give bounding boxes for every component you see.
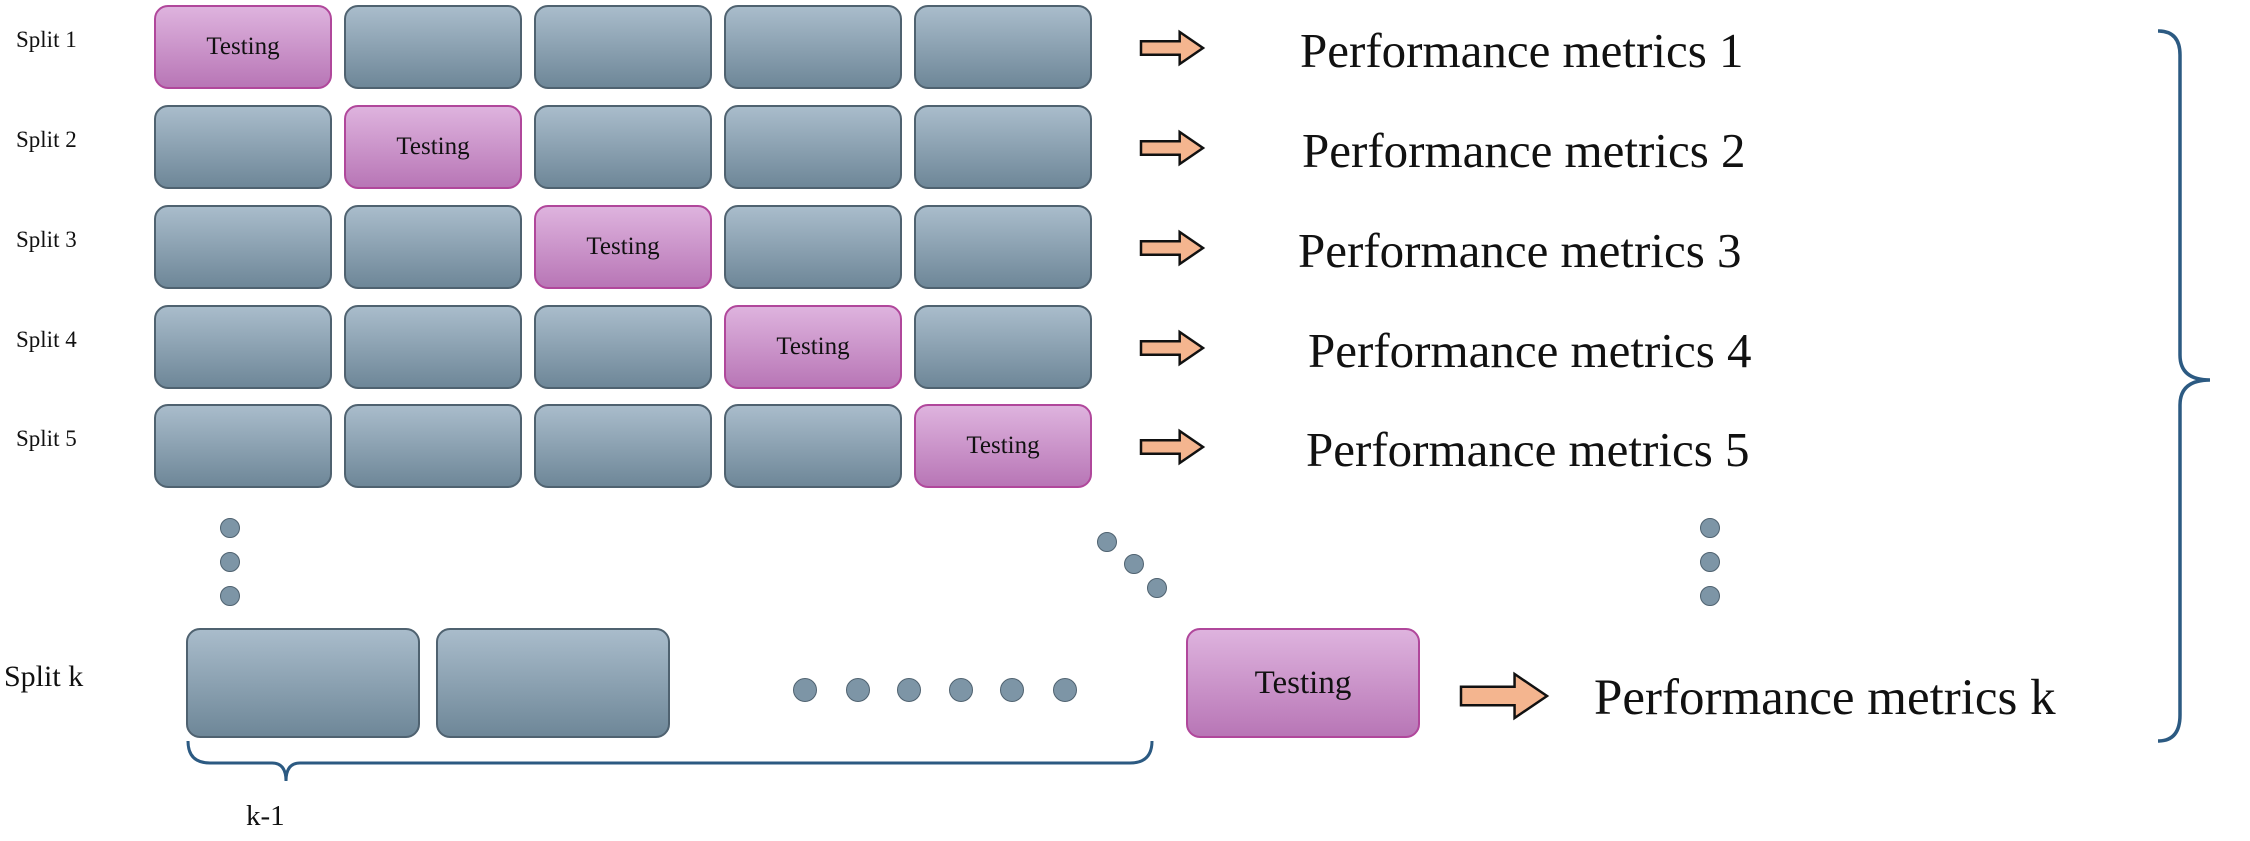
metrics-summary-brace xyxy=(2157,29,2211,743)
split-label-5: Split 5 xyxy=(16,426,77,451)
training-fold xyxy=(724,5,902,89)
ellipsis-dot xyxy=(1700,586,1720,606)
testing-fold: Testing xyxy=(724,305,902,389)
training-fold xyxy=(154,305,332,389)
training-fold xyxy=(534,105,712,189)
training-fold xyxy=(534,305,712,389)
training-fold xyxy=(914,305,1092,389)
right-arrow-icon xyxy=(1139,428,1206,466)
training-fold xyxy=(154,205,332,289)
training-fold xyxy=(534,404,712,488)
testing-label: Testing xyxy=(1254,664,1352,701)
training-fold xyxy=(724,105,902,189)
testing-label: Testing xyxy=(776,333,850,360)
testing-fold: Testing xyxy=(344,105,522,189)
performance-metric-1: Performance metrics 1 xyxy=(1300,23,1744,78)
k-minus-1-label: k-1 xyxy=(246,800,285,832)
testing-fold: Testing xyxy=(154,5,332,89)
training-fold xyxy=(534,5,712,89)
training-fold xyxy=(154,404,332,488)
ellipsis-dot xyxy=(793,678,817,702)
split-label-4: Split 4 xyxy=(16,327,77,352)
ellipsis-dot xyxy=(220,586,240,606)
performance-metric-5: Performance metrics 5 xyxy=(1306,422,1750,477)
split-label-k: Split k xyxy=(4,660,84,693)
training-fold xyxy=(914,205,1092,289)
ellipsis-dot xyxy=(1097,532,1117,552)
testing-label: Testing xyxy=(396,133,470,160)
right-arrow-icon xyxy=(1139,29,1206,67)
training-fold xyxy=(186,628,420,738)
right-arrow-icon xyxy=(1139,329,1206,367)
training-fold xyxy=(914,105,1092,189)
ellipsis-dot xyxy=(846,678,870,702)
split-label-2: Split 2 xyxy=(16,127,77,152)
testing-fold: Testing xyxy=(1186,628,1420,738)
training-fold xyxy=(436,628,670,738)
training-fold xyxy=(344,305,522,389)
performance-metric-3: Performance metrics 3 xyxy=(1298,223,1742,278)
testing-fold: Testing xyxy=(534,205,712,289)
ellipsis-dot xyxy=(220,552,240,572)
testing-label: Testing xyxy=(206,33,280,60)
ellipsis-dot xyxy=(220,518,240,538)
split-label-3: Split 3 xyxy=(16,227,77,252)
right-arrow-icon xyxy=(1139,129,1206,167)
ellipsis-dot xyxy=(1124,554,1144,574)
right-arrow-icon xyxy=(1459,671,1550,721)
training-fold xyxy=(344,5,522,89)
ellipsis-dot xyxy=(1000,678,1024,702)
ellipsis-dot xyxy=(897,678,921,702)
split-label-1: Split 1 xyxy=(16,27,77,52)
training-fold xyxy=(344,205,522,289)
training-fold xyxy=(154,105,332,189)
performance-metric-4: Performance metrics 4 xyxy=(1308,323,1752,378)
training-fold xyxy=(914,5,1092,89)
ellipsis-dot xyxy=(1147,578,1167,598)
performance-metric-2: Performance metrics 2 xyxy=(1302,123,1746,178)
training-fold xyxy=(724,404,902,488)
ellipsis-dot xyxy=(1700,518,1720,538)
ellipsis-dot xyxy=(1700,552,1720,572)
ellipsis-dot xyxy=(949,678,973,702)
ellipsis-dot xyxy=(1053,678,1077,702)
performance-metric-k: Performance metrics k xyxy=(1594,670,2056,726)
training-folds-brace xyxy=(186,740,1154,782)
testing-label: Testing xyxy=(966,432,1040,459)
training-fold xyxy=(344,404,522,488)
training-fold xyxy=(724,205,902,289)
testing-fold: Testing xyxy=(914,404,1092,488)
right-arrow-icon xyxy=(1139,229,1206,267)
testing-label: Testing xyxy=(586,233,660,260)
